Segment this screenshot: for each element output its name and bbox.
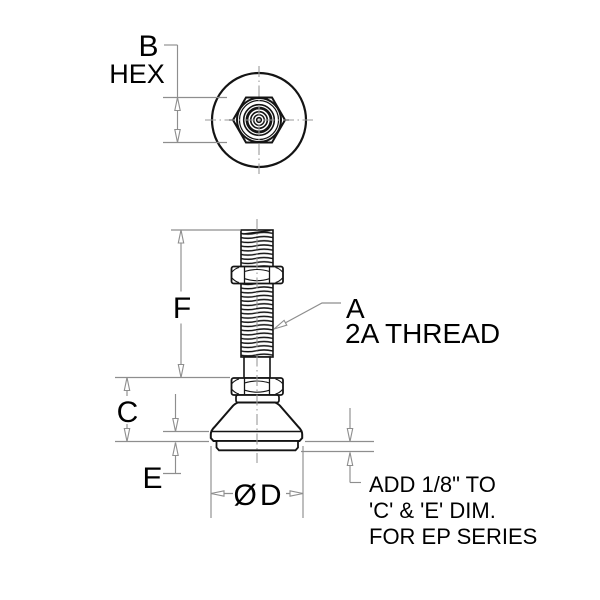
arrow-up-icon [123,377,131,392]
arrow-up-icon [177,229,185,244]
dim-e: E [142,394,209,495]
dim-label-f: F [173,292,191,325]
centerlines [205,66,313,463]
ep-series-note: ADD 1/8" TO 'C' & 'E' DIM. FOR EP SERIES [369,472,537,549]
arrow-up-icon [172,442,179,457]
dim-label-diameter: ØD [234,479,285,512]
thread-spec-label: 2A THREAD [345,318,500,349]
note-line-1: ADD 1/8" TO [369,472,496,497]
note-line-3: FOR EP SERIES [369,524,537,549]
arrow-down-icon [177,363,185,378]
arrow-down-icon [174,128,181,143]
dim-f: F [115,229,241,379]
dim-b-hex: B HEX [109,30,227,144]
a-leader-line [273,302,341,330]
front-view [209,229,304,452]
center-dot-circle [255,116,263,124]
arrow-right-icon [289,490,304,497]
dim-c: C [115,377,209,443]
stud-top-chamfer-line [242,229,271,235]
base-pad [215,440,299,452]
dim-label-a: A [346,293,365,324]
dim-label-e: E [142,462,162,495]
dim-label-c: C [117,396,139,429]
arrow-up-icon [174,97,181,112]
dim-diameter-d: ØD [210,446,304,518]
arrow-leader-icon [273,319,288,330]
dim-label-hex: HEX [109,59,165,89]
arrow-down-icon [123,427,131,442]
dim-pad-thickness [301,408,374,484]
callout-a-thread: A 2A THREAD [273,293,500,349]
arrow-up-icon [346,452,354,467]
dim-label-b: B [138,30,158,63]
hex-inscribed-circle [236,97,282,143]
note-line-2: 'C' & 'E' DIM. [369,498,496,523]
arrow-left-icon [210,490,225,497]
arrow-down-icon [346,427,354,442]
arrow-down-icon [172,417,179,432]
